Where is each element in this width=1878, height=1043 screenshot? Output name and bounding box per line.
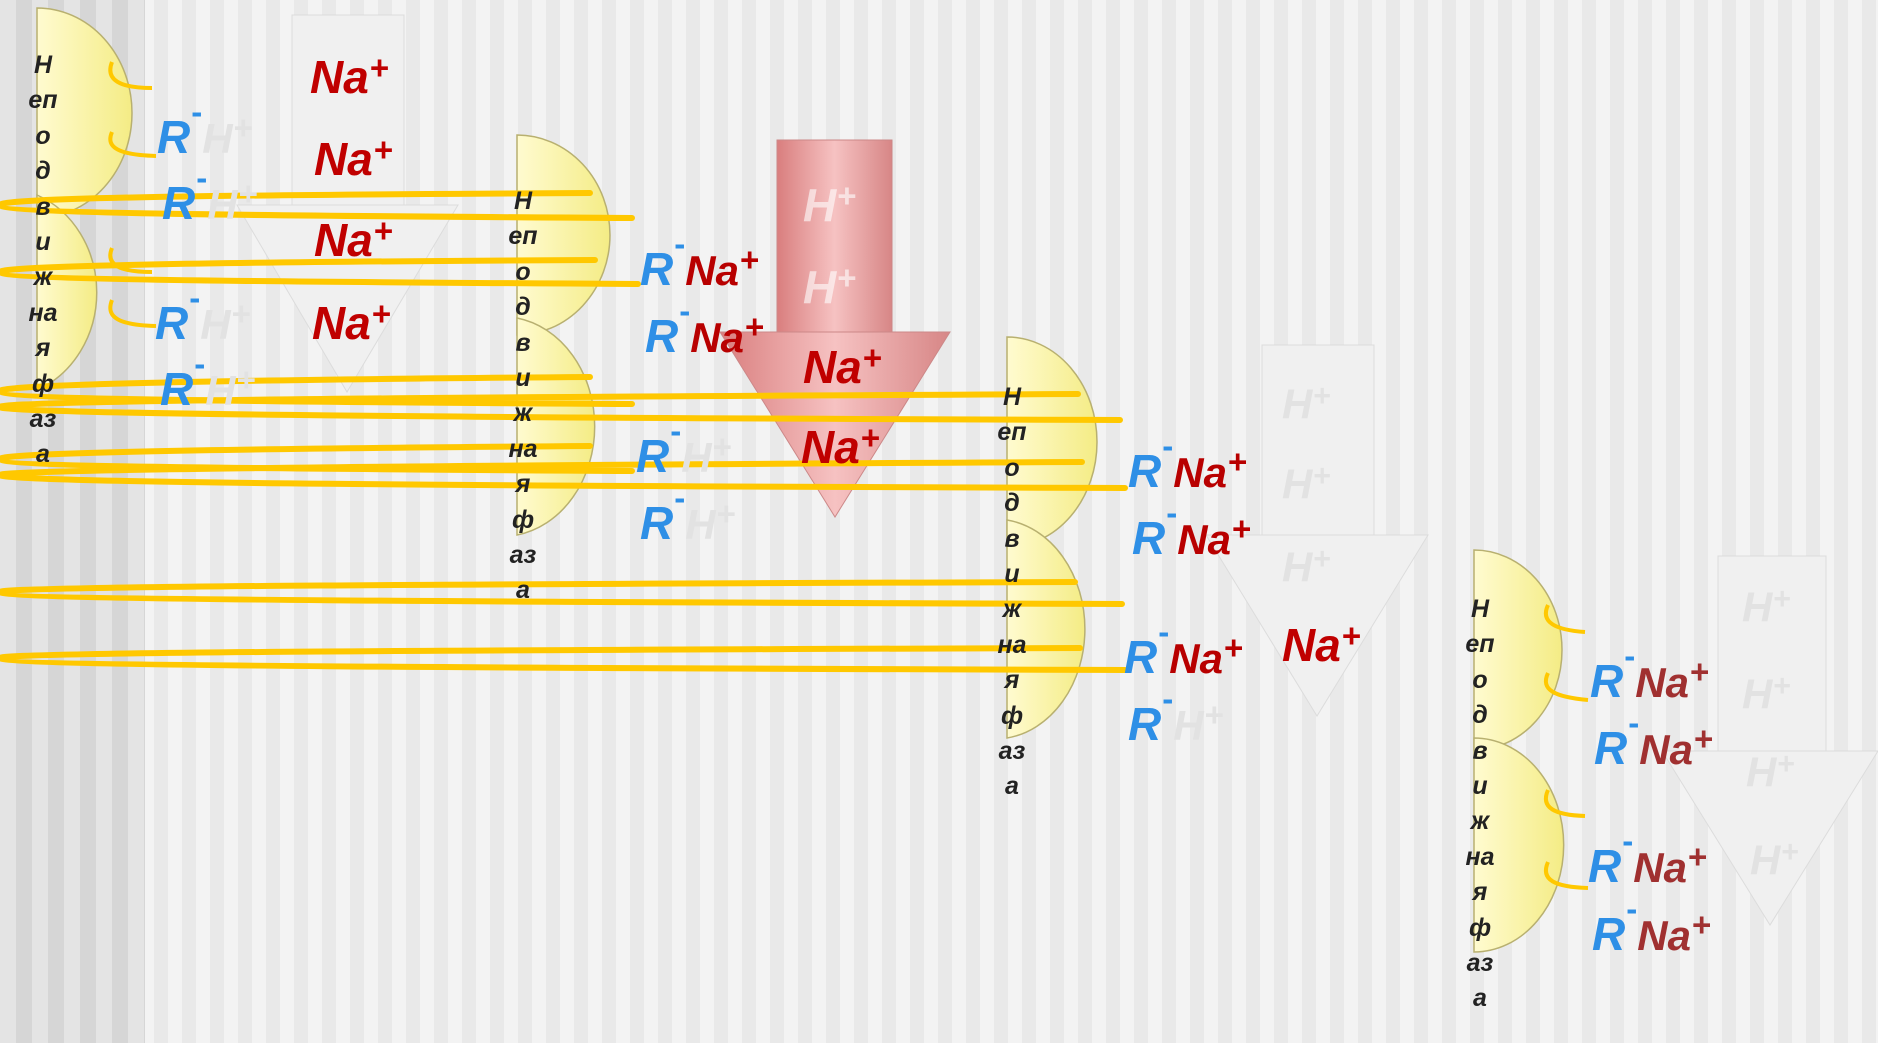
stage3-resin-pair-3: R-Na+ (1124, 616, 1243, 680)
stage4-mobile-h-1: H+ (1742, 585, 1791, 629)
stage2-resin-pair-4: R-H+ (640, 482, 736, 546)
stage2-mobile-h-1: H+ (803, 180, 857, 228)
stage1-resin-pair-4: R-H+ (160, 348, 256, 412)
stage2-resin-pair-1: R-Na+ (640, 228, 759, 292)
stage1-mobile-na-1: Na+ (310, 52, 389, 100)
stage2-mobile-h-2: H+ (803, 262, 857, 310)
stage4-mobile-h-3: H+ (1746, 750, 1795, 794)
stage2-mobile-na-2: Na+ (801, 422, 880, 470)
stage1-mobile-na-2: Na+ (314, 134, 393, 182)
stage4-resin-pair-3: R-Na+ (1588, 825, 1707, 889)
stage2-resin-pair-3: R-H+ (636, 415, 732, 479)
stage4-mobile-h-4: H+ (1750, 838, 1799, 882)
stage4-resin-pair-2: R-Na+ (1594, 707, 1713, 771)
stage4-mobile-h-2: H+ (1742, 672, 1791, 716)
stage3-mobile-h-1: H+ (1282, 382, 1331, 426)
stage3-mobile-h-3: H+ (1282, 545, 1331, 589)
stage1-resin-pair-1: R-H+ (157, 96, 253, 160)
stage3-mobile-na-1: Na+ (1282, 620, 1361, 668)
stage1-mobile-na-3: Na+ (314, 215, 393, 263)
stage2-resin-pair-2: R-Na+ (645, 295, 764, 359)
stage2-mobile-na-1: Na+ (803, 342, 882, 390)
stage3-resin-pair-2: R-Na+ (1132, 497, 1251, 561)
stage1-resin-pair-3: R-H+ (155, 282, 251, 346)
stage3-mobile-h-2: H+ (1282, 462, 1331, 506)
stage1-mobile-na-4: Na+ (312, 298, 391, 346)
stage3-resin-pair-4: R-H+ (1128, 683, 1224, 747)
stage4-resin-pair-1: R-Na+ (1590, 640, 1709, 704)
stage4-resin-pair-4: R-Na+ (1592, 893, 1711, 957)
stage1-resin-pair-2: R-H+ (162, 162, 258, 226)
stage3-resin-pair-1: R-Na+ (1128, 430, 1247, 494)
